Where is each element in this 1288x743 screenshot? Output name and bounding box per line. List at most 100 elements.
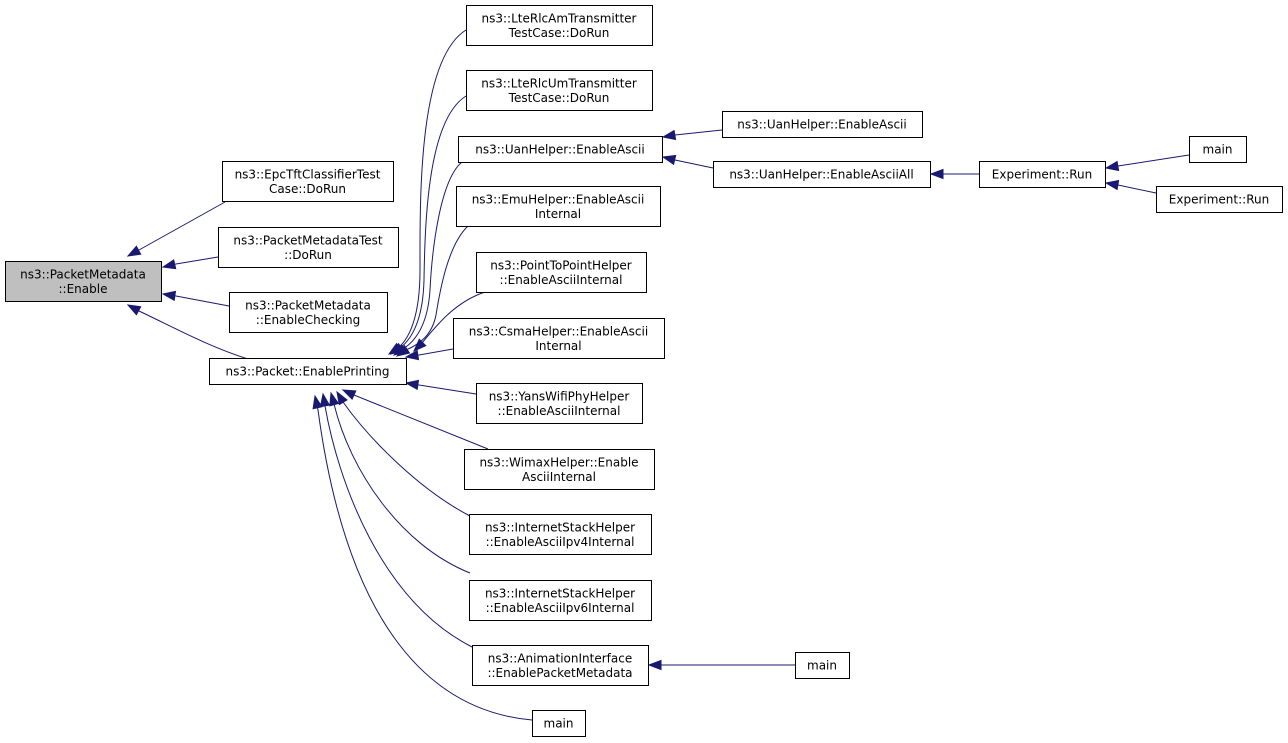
node-label: ns3::EmuHelper::EnableAscii [472, 192, 645, 206]
node-label: ns3::PacketMetadata [20, 267, 146, 281]
node-label: ::EnableAsciiIpv6Internal [486, 601, 635, 615]
arrow-head [1104, 179, 1120, 191]
node-box[interactable] [795, 652, 850, 679]
node-uanascii[interactable]: ns3::UanHelper::EnableAscii [458, 136, 663, 163]
node-label: AsciiInternal [522, 470, 596, 484]
node-label: Internal [535, 339, 581, 353]
node-label: ns3::UanHelper::EnableAsciiAll [729, 168, 913, 182]
edge-printing-to-enable [126, 304, 256, 362]
node-main2[interactable]: main [1189, 136, 1247, 163]
node-label: TestCase::DoRun [508, 91, 610, 105]
edge-line [174, 295, 230, 307]
arrow-head [161, 290, 177, 302]
node-ipv6[interactable]: ns3::InternetStackHelper::EnableAsciiIpv… [469, 580, 652, 621]
node-box[interactable] [466, 70, 653, 111]
node-label: ns3::YansWifiPhyHelper [489, 389, 630, 403]
arrow-head [319, 392, 331, 408]
node-label: ::EnableAsciiInternal [500, 273, 623, 287]
node-csma[interactable]: ns3::CsmaHelper::EnableAsciiInternal [453, 318, 665, 359]
arrow-head [312, 394, 323, 410]
node-label: Internal [535, 207, 581, 221]
node-box[interactable] [229, 292, 388, 333]
node-box[interactable] [456, 186, 661, 227]
edge-main3-to-anim [647, 659, 795, 671]
edge-yans-to-printing [404, 379, 477, 395]
node-box[interactable] [1189, 136, 1247, 163]
arrow-head [336, 390, 348, 406]
node-enable[interactable]: ns3::PacketMetadata::Enable [5, 261, 162, 302]
arrow-head [661, 154, 677, 166]
node-box[interactable] [218, 227, 399, 268]
node-box[interactable] [222, 161, 394, 202]
edge-line [417, 384, 477, 395]
node-label: ns3::PacketMetadata [245, 298, 371, 312]
edge-line [324, 405, 473, 648]
edge-line [421, 291, 486, 344]
edge-csma-to-printing [404, 348, 454, 361]
node-box[interactable] [713, 161, 931, 188]
node-label: ::EnableAsciiInternal [498, 404, 621, 418]
edge-line [138, 201, 226, 251]
node-box[interactable] [476, 252, 647, 293]
edge-epc-to-enable [126, 201, 226, 257]
node-label: Case::DoRun [269, 182, 346, 196]
node-yans[interactable]: ns3::YansWifiPhyHelper::EnableAsciiInter… [476, 383, 643, 424]
node-box[interactable] [464, 449, 655, 490]
node-pmtest[interactable]: ns3::PacketMetadataTest::DoRun [218, 227, 399, 268]
node-wimax[interactable]: ns3::WimaxHelper::EnableAsciiInternal [464, 449, 655, 490]
edge-p2p-to-printing [412, 291, 486, 353]
node-box[interactable] [979, 161, 1106, 188]
node-layer: ns3::PacketMetadata::Enable ns3::EpcTftCl… [5, 5, 1283, 737]
edge-line [333, 403, 471, 574]
edge-exprun-to-uanall [929, 168, 979, 180]
node-box[interactable] [469, 580, 652, 621]
node-ipv4[interactable]: ns3::InternetStackHelper::EnableAsciiIpv… [469, 514, 652, 555]
node-box[interactable] [453, 318, 665, 359]
node-main3[interactable]: main [795, 652, 850, 679]
node-box[interactable] [466, 5, 653, 46]
edge-line [417, 348, 454, 356]
node-p2p[interactable]: ns3::PointToPointHelper::EnableAsciiInte… [476, 252, 647, 293]
node-box[interactable] [532, 710, 586, 737]
edge-line [138, 310, 256, 362]
node-box[interactable] [472, 645, 649, 686]
edge-line [353, 394, 489, 450]
arrow-head [329, 391, 340, 407]
node-anim[interactable]: ns3::AnimationInterface::EnablePacketMet… [472, 645, 649, 686]
node-box[interactable] [476, 383, 643, 424]
edge-line [1117, 154, 1190, 167]
node-box[interactable] [722, 111, 923, 138]
node-exprun[interactable]: Experiment::Run [979, 161, 1106, 188]
node-box[interactable] [458, 136, 663, 163]
node-main1[interactable]: main [532, 710, 586, 737]
node-emu[interactable]: ns3::EmuHelper::EnableAsciiInternal [456, 186, 661, 227]
edge-uanascii-to-printing [392, 161, 463, 356]
node-label: ns3::UanHelper::EnableAscii [475, 143, 644, 157]
node-box[interactable] [209, 358, 407, 385]
node-printing[interactable]: ns3::Packet::EnablePrinting [209, 358, 407, 385]
edge-ipv6-to-printing [329, 391, 471, 574]
node-label: ::EnablePacketMetadata [487, 666, 632, 680]
node-label: ns3::UanHelper::EnableAscii [737, 118, 906, 132]
edge-line [342, 401, 471, 517]
node-label: ns3::Packet::EnablePrinting [226, 365, 390, 379]
node-uanall[interactable]: ns3::UanHelper::EnableAsciiAll [713, 161, 931, 188]
node-label: Experiment::Run [992, 168, 1092, 182]
edge-main1-to-printing [312, 394, 533, 721]
edge-layer [126, 29, 1190, 721]
edge-line [1117, 184, 1157, 194]
node-exprun2[interactable]: Experiment::Run [1156, 186, 1283, 213]
node-label: Experiment::Run [1169, 193, 1269, 207]
node-box[interactable] [1156, 186, 1283, 213]
node-box[interactable] [5, 261, 162, 302]
node-pmcheck[interactable]: ns3::PacketMetadata::EnableChecking [229, 292, 388, 333]
edge-line [402, 161, 463, 350]
node-uanascii2[interactable]: ns3::UanHelper::EnableAscii [722, 111, 923, 138]
arrow-head [1104, 160, 1120, 172]
node-box[interactable] [469, 514, 652, 555]
edge-lteam-to-printing [387, 29, 467, 355]
